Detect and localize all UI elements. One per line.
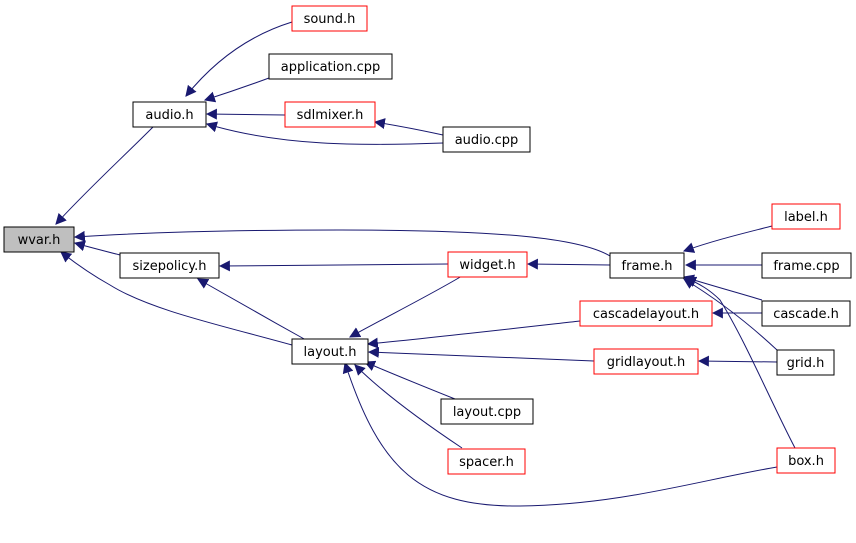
- edge-widget-to-layout: [349, 275, 463, 338]
- edge-layout-to-sizepolicy: [197, 278, 307, 341]
- edge-gridlayout-to-layout: [367, 346, 595, 362]
- node-frame-h[interactable]: frame.h: [609, 252, 685, 279]
- node-spacer-h[interactable]: spacer.h: [447, 448, 526, 475]
- node-label: frame.cpp: [773, 259, 839, 274]
- node-box-h[interactable]: box.h: [776, 447, 836, 474]
- edge-box-to-layout: [342, 361, 778, 507]
- node-cascade-h[interactable]: cascade.h: [761, 300, 851, 327]
- node-sizepolicy-h[interactable]: sizepolicy.h: [119, 252, 220, 279]
- edge-layoutcpp-to-layout: [363, 360, 456, 400]
- node-label: sound.h: [304, 12, 356, 27]
- node-label: layout.cpp: [453, 405, 521, 420]
- edge-sdlmixer-to-audio: [205, 108, 286, 120]
- edge-audiocpp-to-sdlmixer: [373, 118, 444, 136]
- node-audio-h[interactable]: audio.h: [132, 101, 207, 128]
- node-label: box.h: [788, 454, 824, 469]
- node-label: label.h: [784, 210, 828, 225]
- edge-cascadelayout-to-layout: [366, 320, 581, 349]
- node-wvar-h[interactable]: wvar.h: [3, 226, 75, 253]
- edge-sizepolicy-to-wvar: [73, 240, 121, 256]
- node-label: sdlmixer.h: [297, 108, 364, 123]
- edge-frame-to-widget: [526, 258, 611, 270]
- edge-audio-to-wvar: [55, 126, 154, 225]
- node-sdlmixer-h[interactable]: sdlmixer.h: [284, 101, 376, 128]
- node-label: audio.h: [145, 108, 193, 123]
- node-label: wvar.h: [18, 233, 61, 248]
- node-label: spacer.h: [459, 455, 514, 470]
- edge-sound-to-audio: [185, 21, 293, 97]
- node-label: cascade.h: [773, 307, 839, 322]
- edge-application-to-audio: [203, 77, 270, 103]
- node-layout-cpp[interactable]: layout.cpp: [440, 398, 534, 425]
- node-sound-h[interactable]: sound.h: [291, 5, 368, 32]
- node-layout-h[interactable]: layout.h: [291, 338, 369, 365]
- node-label: gridlayout.h: [607, 355, 685, 370]
- node-label: widget.h: [459, 258, 515, 273]
- node-frame-cpp[interactable]: frame.cpp: [761, 252, 852, 279]
- node-label-h[interactable]: label.h: [771, 203, 841, 230]
- node-cascadelayout-h[interactable]: cascadelayout.h: [579, 300, 713, 327]
- node-label: grid.h: [787, 356, 825, 371]
- edge-cascade-to-frame: [682, 274, 763, 301]
- edge-box-to-frame: [684, 276, 796, 449]
- node-audio-cpp[interactable]: audio.cpp: [442, 126, 531, 153]
- edge-grid-to-gridlayout: [697, 355, 778, 367]
- node-widget-h[interactable]: widget.h: [447, 251, 528, 278]
- node-label: frame.h: [622, 259, 673, 274]
- node-gridlayout-h[interactable]: gridlayout.h: [593, 348, 699, 375]
- edge-audiocpp-to-audio: [205, 121, 444, 145]
- nodes: wvar.h audio.h sound.h application.cpp s…: [3, 5, 852, 475]
- edge-frame-to-wvar: [73, 229, 611, 257]
- node-label: layout.h: [304, 345, 357, 360]
- node-grid-h[interactable]: grid.h: [776, 349, 835, 376]
- node-application-cpp[interactable]: application.cpp: [268, 53, 393, 80]
- edge-widget-to-sizepolicy: [218, 260, 449, 272]
- node-label: application.cpp: [281, 60, 381, 75]
- node-label: sizepolicy.h: [133, 259, 207, 274]
- edge-label-to-frame: [682, 225, 773, 253]
- edge-layout-to-wvar: [60, 251, 293, 346]
- edge-spacer-to-layout: [354, 364, 463, 449]
- edges: [55, 21, 796, 507]
- node-label: cascadelayout.h: [593, 307, 699, 322]
- node-label: audio.cpp: [455, 133, 519, 148]
